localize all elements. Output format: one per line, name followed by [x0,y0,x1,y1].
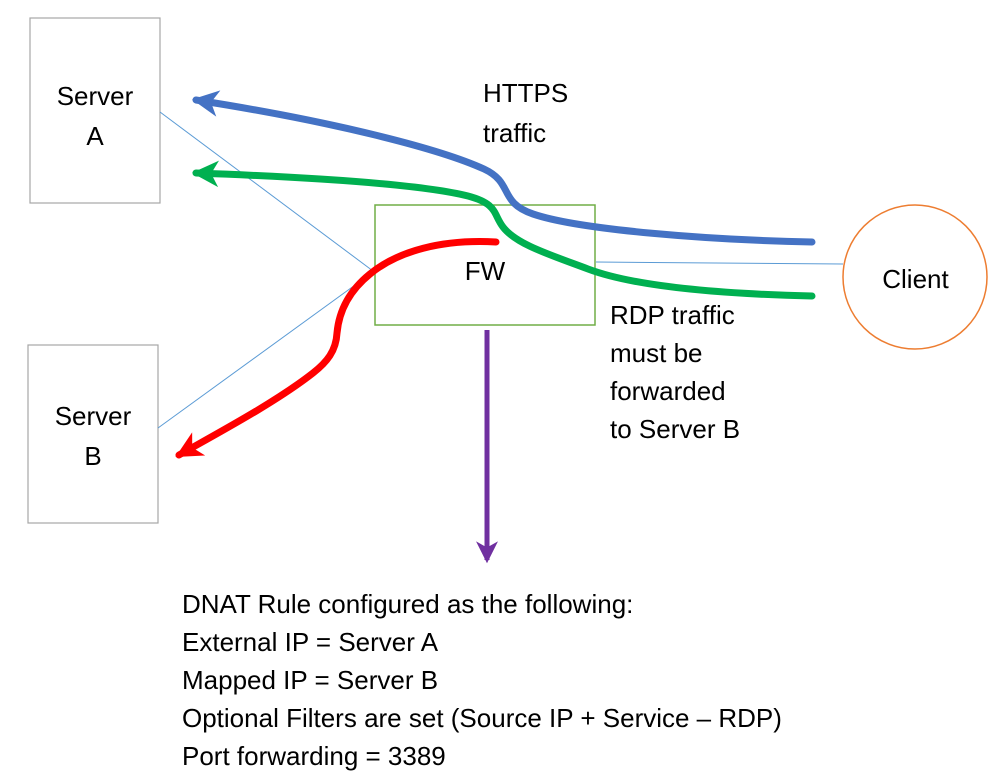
https-traffic-label-line2: traffic [483,118,547,148]
firewall-label: FW [464,256,506,286]
connector-server-a-firewall [159,111,374,272]
rdp-note-line1: RDP traffic [610,300,735,330]
rdp-note-line2: must be [610,338,703,368]
server-b-label-line2: B [84,441,102,471]
server-b-box [27,344,159,524]
forwarded-traffic-arrow [175,238,500,459]
rdp-note-line3: forwarded [610,376,726,406]
dnat-rule-line4: Optional Filters are set (Source IP + Se… [182,703,782,733]
https-traffic-arrow [192,90,816,246]
rdp-traffic-arrow [192,160,816,300]
dnat-rule-line1: DNAT Rule configured as the following: [182,589,634,619]
server-b-label: Server B [28,396,158,476]
rdp-note-line4: to Server B [610,414,741,444]
client-label: Client [882,264,949,294]
rdp-note: RDP traffic must be forwarded to Server … [610,296,810,448]
https-traffic-label: HTTPS traffic [483,73,653,153]
client-circle [842,204,988,350]
https-traffic-label-line1: HTTPS [483,78,569,108]
server-a-label-line2: A [86,121,104,151]
dnat-rule-line3: Mapped IP = Server B [182,665,439,695]
dnat-rule-text: DNAT Rule configured as the following: E… [182,585,862,772]
connector-firewall-client [595,261,844,265]
server-a-label-line1: Server [56,81,134,111]
server-a-box [29,17,161,204]
server-b-label-line1: Server [54,401,132,431]
dnat-rule-line2: External IP = Server A [182,627,439,657]
dnat-rule-line5: Port forwarding = 3389 [182,741,446,771]
server-a-label: Server A [30,76,160,156]
connector-server-b-firewall [157,271,374,429]
